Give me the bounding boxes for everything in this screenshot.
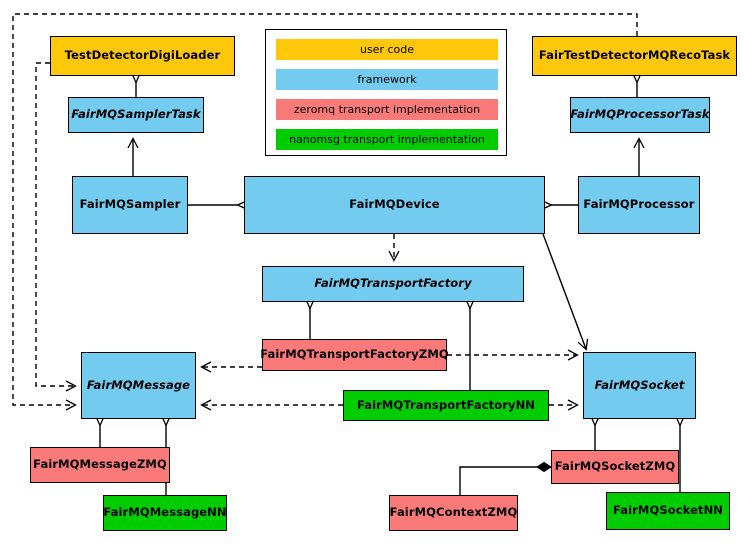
class-box-fairmqsampler[interactable]: FairMQSampler bbox=[72, 176, 188, 234]
edge-device-to-socket bbox=[542, 233, 589, 351]
class-box-fairmqsocketzmq[interactable]: FairMQSocketZMQ bbox=[551, 450, 679, 484]
class-box-label: FairMQSocketNN bbox=[612, 503, 724, 518]
legend-label-nanomsg: nanomsg transport implementation bbox=[289, 133, 485, 146]
class-box-fairmqmessage[interactable]: FairMQMessage bbox=[81, 352, 196, 419]
class-box-fairmqsocket[interactable]: FairMQSocket bbox=[583, 352, 696, 419]
class-box-label: FairMQSocket bbox=[594, 377, 685, 392]
class-box-testdetectordigiloader[interactable]: TestDetectorDigiLoader bbox=[50, 36, 235, 76]
class-box-fairmqsocketnn[interactable]: FairMQSocketNN bbox=[606, 492, 730, 530]
edge-socketzmq-composes-contextzmq bbox=[459, 461, 552, 495]
class-box-label: FairMQDevice bbox=[349, 197, 440, 212]
class-box-fairtestdetectormqrecotask[interactable]: FairTestDetectorMQRecoTask bbox=[532, 36, 737, 76]
legend-item-framework: framework bbox=[276, 69, 498, 90]
class-box-fairmqtransportfactory[interactable]: FairMQTransportFactory bbox=[262, 266, 524, 302]
class-box-fairmqtransportfactorynn[interactable]: FairMQTransportFactoryNN bbox=[343, 390, 549, 421]
class-box-label: FairMQSamplerTask bbox=[71, 107, 201, 122]
class-box-label: FairMQProcessor bbox=[583, 197, 695, 212]
class-box-label: FairMQContextZMQ bbox=[389, 505, 518, 520]
class-box-fairmqprocessor[interactable]: FairMQProcessor bbox=[578, 176, 700, 234]
class-box-label: FairMQTransportFactoryNN bbox=[356, 397, 536, 412]
legend-label-user-code: user code bbox=[359, 43, 415, 56]
class-box-label: FairMQTransportFactoryZMQ bbox=[260, 347, 449, 362]
class-box-fairmqmessagezmq[interactable]: FairMQMessageZMQ bbox=[30, 447, 170, 483]
class-box-label: FairMQSocketZMQ bbox=[554, 459, 676, 474]
class-box-fairmqdevice[interactable]: FairMQDevice bbox=[244, 176, 545, 234]
class-box-label: FairMQMessageZMQ bbox=[33, 457, 167, 472]
class-box-label: FairMQTransportFactory bbox=[314, 276, 472, 291]
class-box-label: TestDetectorDigiLoader bbox=[64, 48, 221, 63]
class-box-fairmqmessagenn[interactable]: FairMQMessageNN bbox=[103, 495, 227, 531]
legend-item-nanomsg: nanomsg transport implementation bbox=[276, 129, 498, 150]
legend-item-user-code: user code bbox=[276, 39, 498, 60]
class-box-fairmqcontextzmq[interactable]: FairMQContextZMQ bbox=[389, 495, 518, 531]
legend-label-zeromq: zeromq transport implementation bbox=[293, 103, 481, 116]
legend-label-framework: framework bbox=[357, 73, 417, 86]
class-box-label: FairMQSampler bbox=[79, 197, 181, 212]
legend-panel: user code framework zeromq transport imp… bbox=[265, 29, 507, 156]
class-box-label: FairTestDetectorMQRecoTask bbox=[538, 48, 731, 63]
legend-item-zeromq: zeromq transport implementation bbox=[276, 99, 498, 120]
class-box-fairmqprocessortask[interactable]: FairMQProcessorTask bbox=[570, 97, 710, 133]
class-box-label: FairMQProcessorTask bbox=[570, 107, 710, 122]
class-box-fairmqtransportfactoryzmq[interactable]: FairMQTransportFactoryZMQ bbox=[260, 339, 449, 371]
class-box-label: FairMQMessage bbox=[86, 377, 191, 392]
class-box-fairmqsamplertask[interactable]: FairMQSamplerTask bbox=[68, 97, 204, 133]
class-box-label: FairMQMessageNN bbox=[103, 505, 227, 520]
